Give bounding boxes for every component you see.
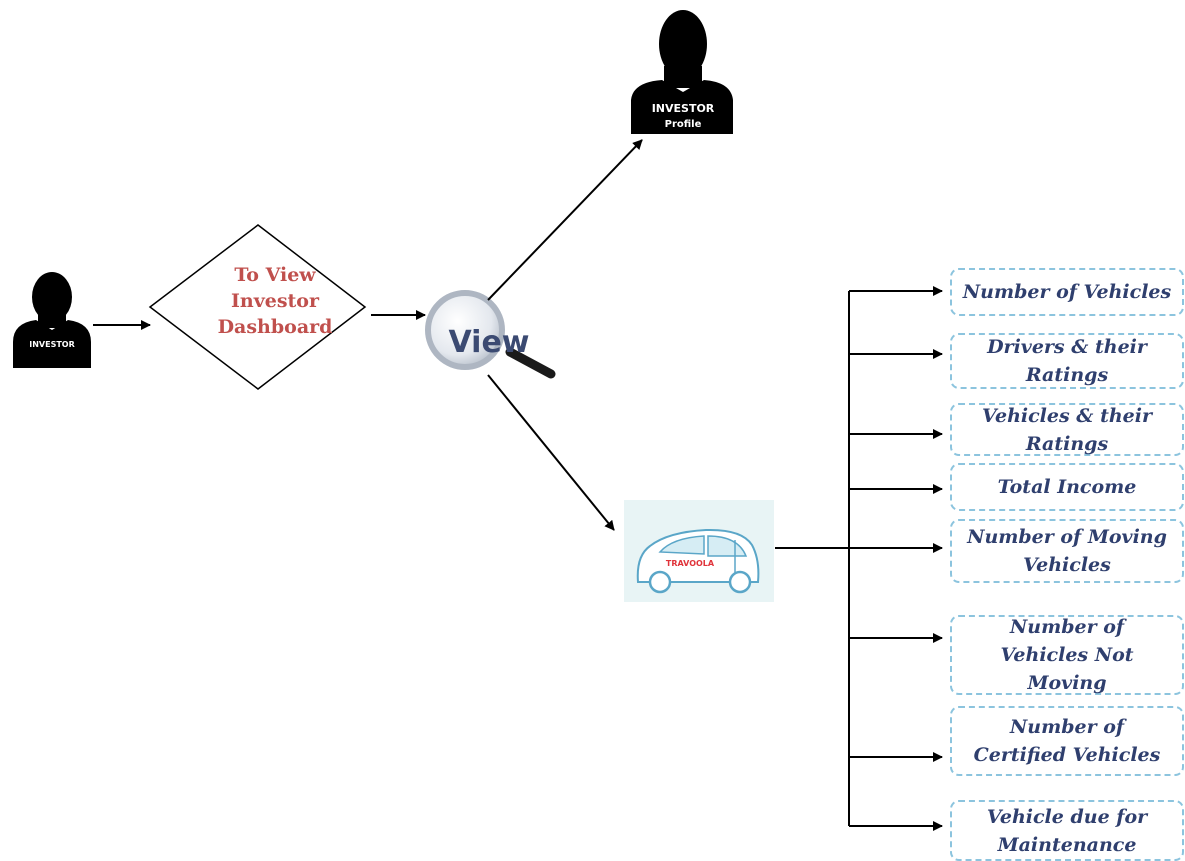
- item-total-income: Total Income: [950, 463, 1184, 511]
- item-label: Vehicles & their Ratings: [982, 404, 1152, 455]
- profile-badge-line1: INVESTOR: [652, 102, 715, 115]
- item-number-of-vehicles: Number of Vehicles: [950, 268, 1184, 316]
- decision-line-1: To View: [234, 264, 316, 286]
- item-vehicles-ratings: Vehicles & their Ratings: [950, 403, 1184, 456]
- investor-profile-icon: INVESTOR Profile: [631, 10, 733, 134]
- decision-diamond: [148, 224, 367, 390]
- view-label: View: [448, 325, 529, 360]
- view-magnifier-icon: View: [425, 290, 556, 379]
- investor-person-icon: INVESTOR: [13, 272, 91, 368]
- item-label: Number of Moving Vehicles: [967, 526, 1167, 576]
- arrow-view-to-profile: [487, 139, 643, 301]
- decision-line-2: Investor: [231, 290, 319, 312]
- item-moving-vehicles: Number of Moving Vehicles: [950, 519, 1184, 583]
- item-label: Vehicle due for Maintenance: [986, 805, 1148, 856]
- item-label: Number of Vehicles: [962, 281, 1172, 303]
- decision-label: To View Investor Dashboard: [170, 262, 380, 340]
- decision-line-3: Dashboard: [217, 316, 333, 338]
- arrow-view-to-dashboard: [487, 374, 615, 531]
- travoola-car-logo: TRAVOOLA: [624, 500, 774, 602]
- item-label: Number of Vehicles Not Moving: [1000, 616, 1134, 694]
- item-label: Total Income: [997, 476, 1137, 498]
- car-logo-text: TRAVOOLA: [666, 559, 715, 568]
- item-maintenance-due: Vehicle due for Maintenance: [950, 800, 1184, 861]
- item-certified-vehicles: Number of Certified Vehicles: [950, 706, 1184, 776]
- item-vehicles-not-moving: Number of Vehicles Not Moving: [950, 615, 1184, 695]
- item-label: Drivers & their Ratings: [987, 336, 1147, 386]
- investor-badge-text: INVESTOR: [29, 340, 75, 349]
- item-drivers-ratings: Drivers & their Ratings: [950, 333, 1184, 389]
- item-label: Number of Certified Vehicles: [973, 716, 1161, 766]
- profile-badge-line2: Profile: [665, 119, 702, 130]
